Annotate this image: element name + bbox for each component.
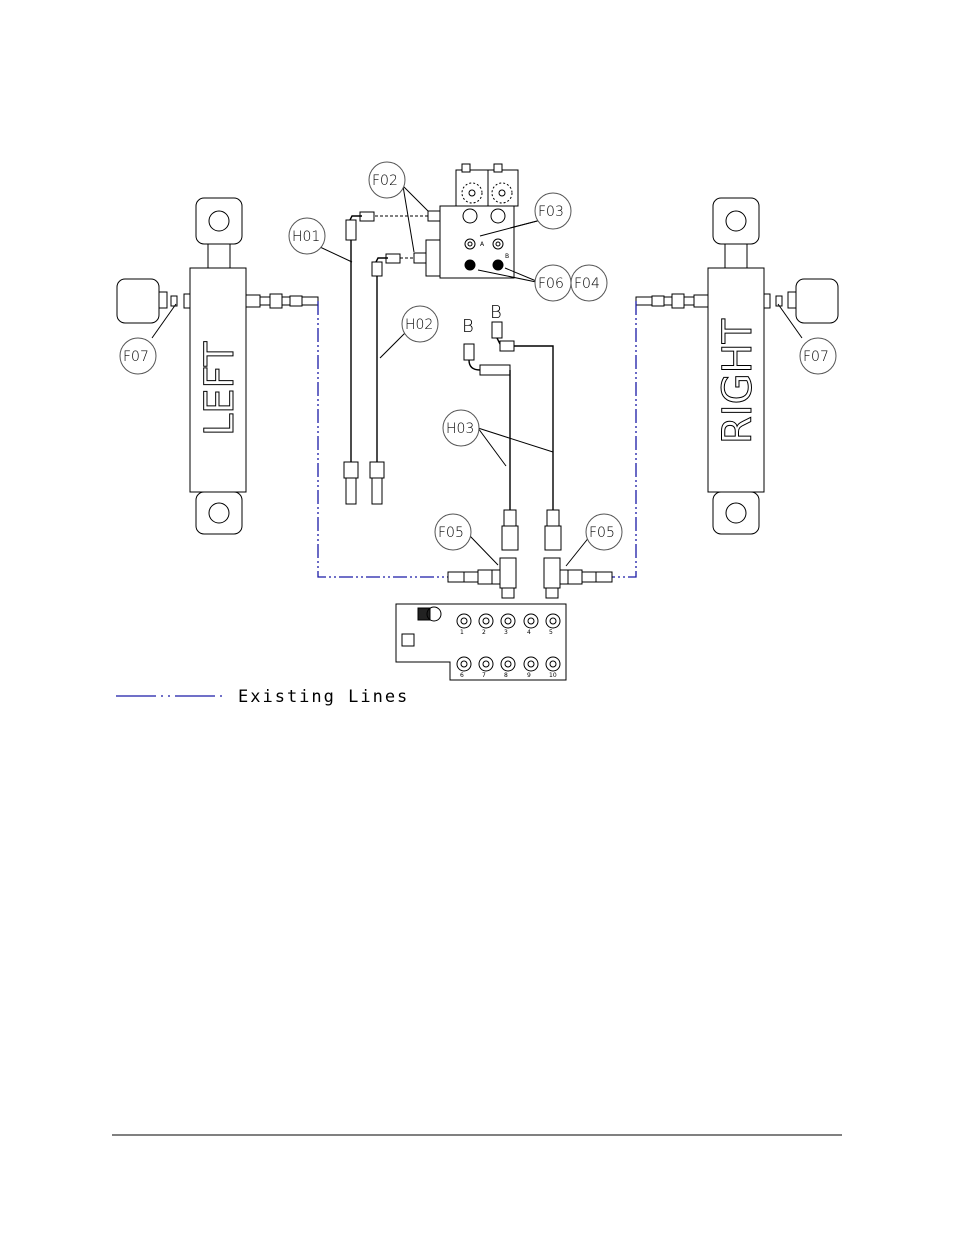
f07-right-label: F07 [803,349,829,365]
f04-label: F04 [574,276,600,292]
callout-f06: F06 [535,265,571,301]
tee-fittings-f05 [448,558,612,598]
hoses-h01-h02 [344,212,400,504]
legend-existing-lines: Existing Lines [238,687,409,707]
manifold-port-label: 7 [482,672,486,679]
f03-label: F03 [538,204,564,220]
manifold-port-label: 9 [527,672,531,679]
port-b-left-label: B [462,316,474,337]
h01-label: H01 [292,229,320,245]
manifold-port-label: 8 [504,672,508,679]
manifold-port-label: 2 [482,629,486,636]
manifold-port-label: 1 [460,629,464,636]
cylinder-left-label: LEFT [197,341,243,436]
callout-f04: F04 [571,265,607,301]
callout-f07-left: F07 [120,338,156,374]
manifold-port-label: 3 [504,629,508,636]
callout-h01: H01 [289,218,325,254]
f07-left-label: F07 [123,349,149,365]
manifold-port-label: 5 [549,629,553,636]
h02-label: H02 [405,317,433,333]
f05-right-label: F05 [589,525,615,541]
manifold-port-label: 10 [549,672,557,679]
f06-label: F06 [538,276,564,292]
f02-label: F02 [372,173,398,189]
cylinder-right-label: RIGHT [715,318,761,444]
manifold-block: 1 2 3 4 5 6 7 8 9 10 [396,604,566,680]
callout-h03: H03 [443,410,479,446]
port-b-right-label: B [490,302,502,323]
manifold-port-label: 4 [527,629,531,636]
valve-port-b-label: B [505,253,509,260]
callout-f07-right: F07 [800,338,836,374]
callout-f03: F03 [535,193,571,229]
h03-label: H03 [446,421,474,437]
callout-f05-left: F05 [435,514,471,550]
callout-h02: H02 [402,306,438,342]
legend: Existing Lines [116,687,409,707]
callout-f05-right: F05 [586,514,622,550]
manifold-port-label: 6 [460,672,464,679]
f05-left-label: F05 [438,525,464,541]
callout-f02: F02 [369,162,405,198]
